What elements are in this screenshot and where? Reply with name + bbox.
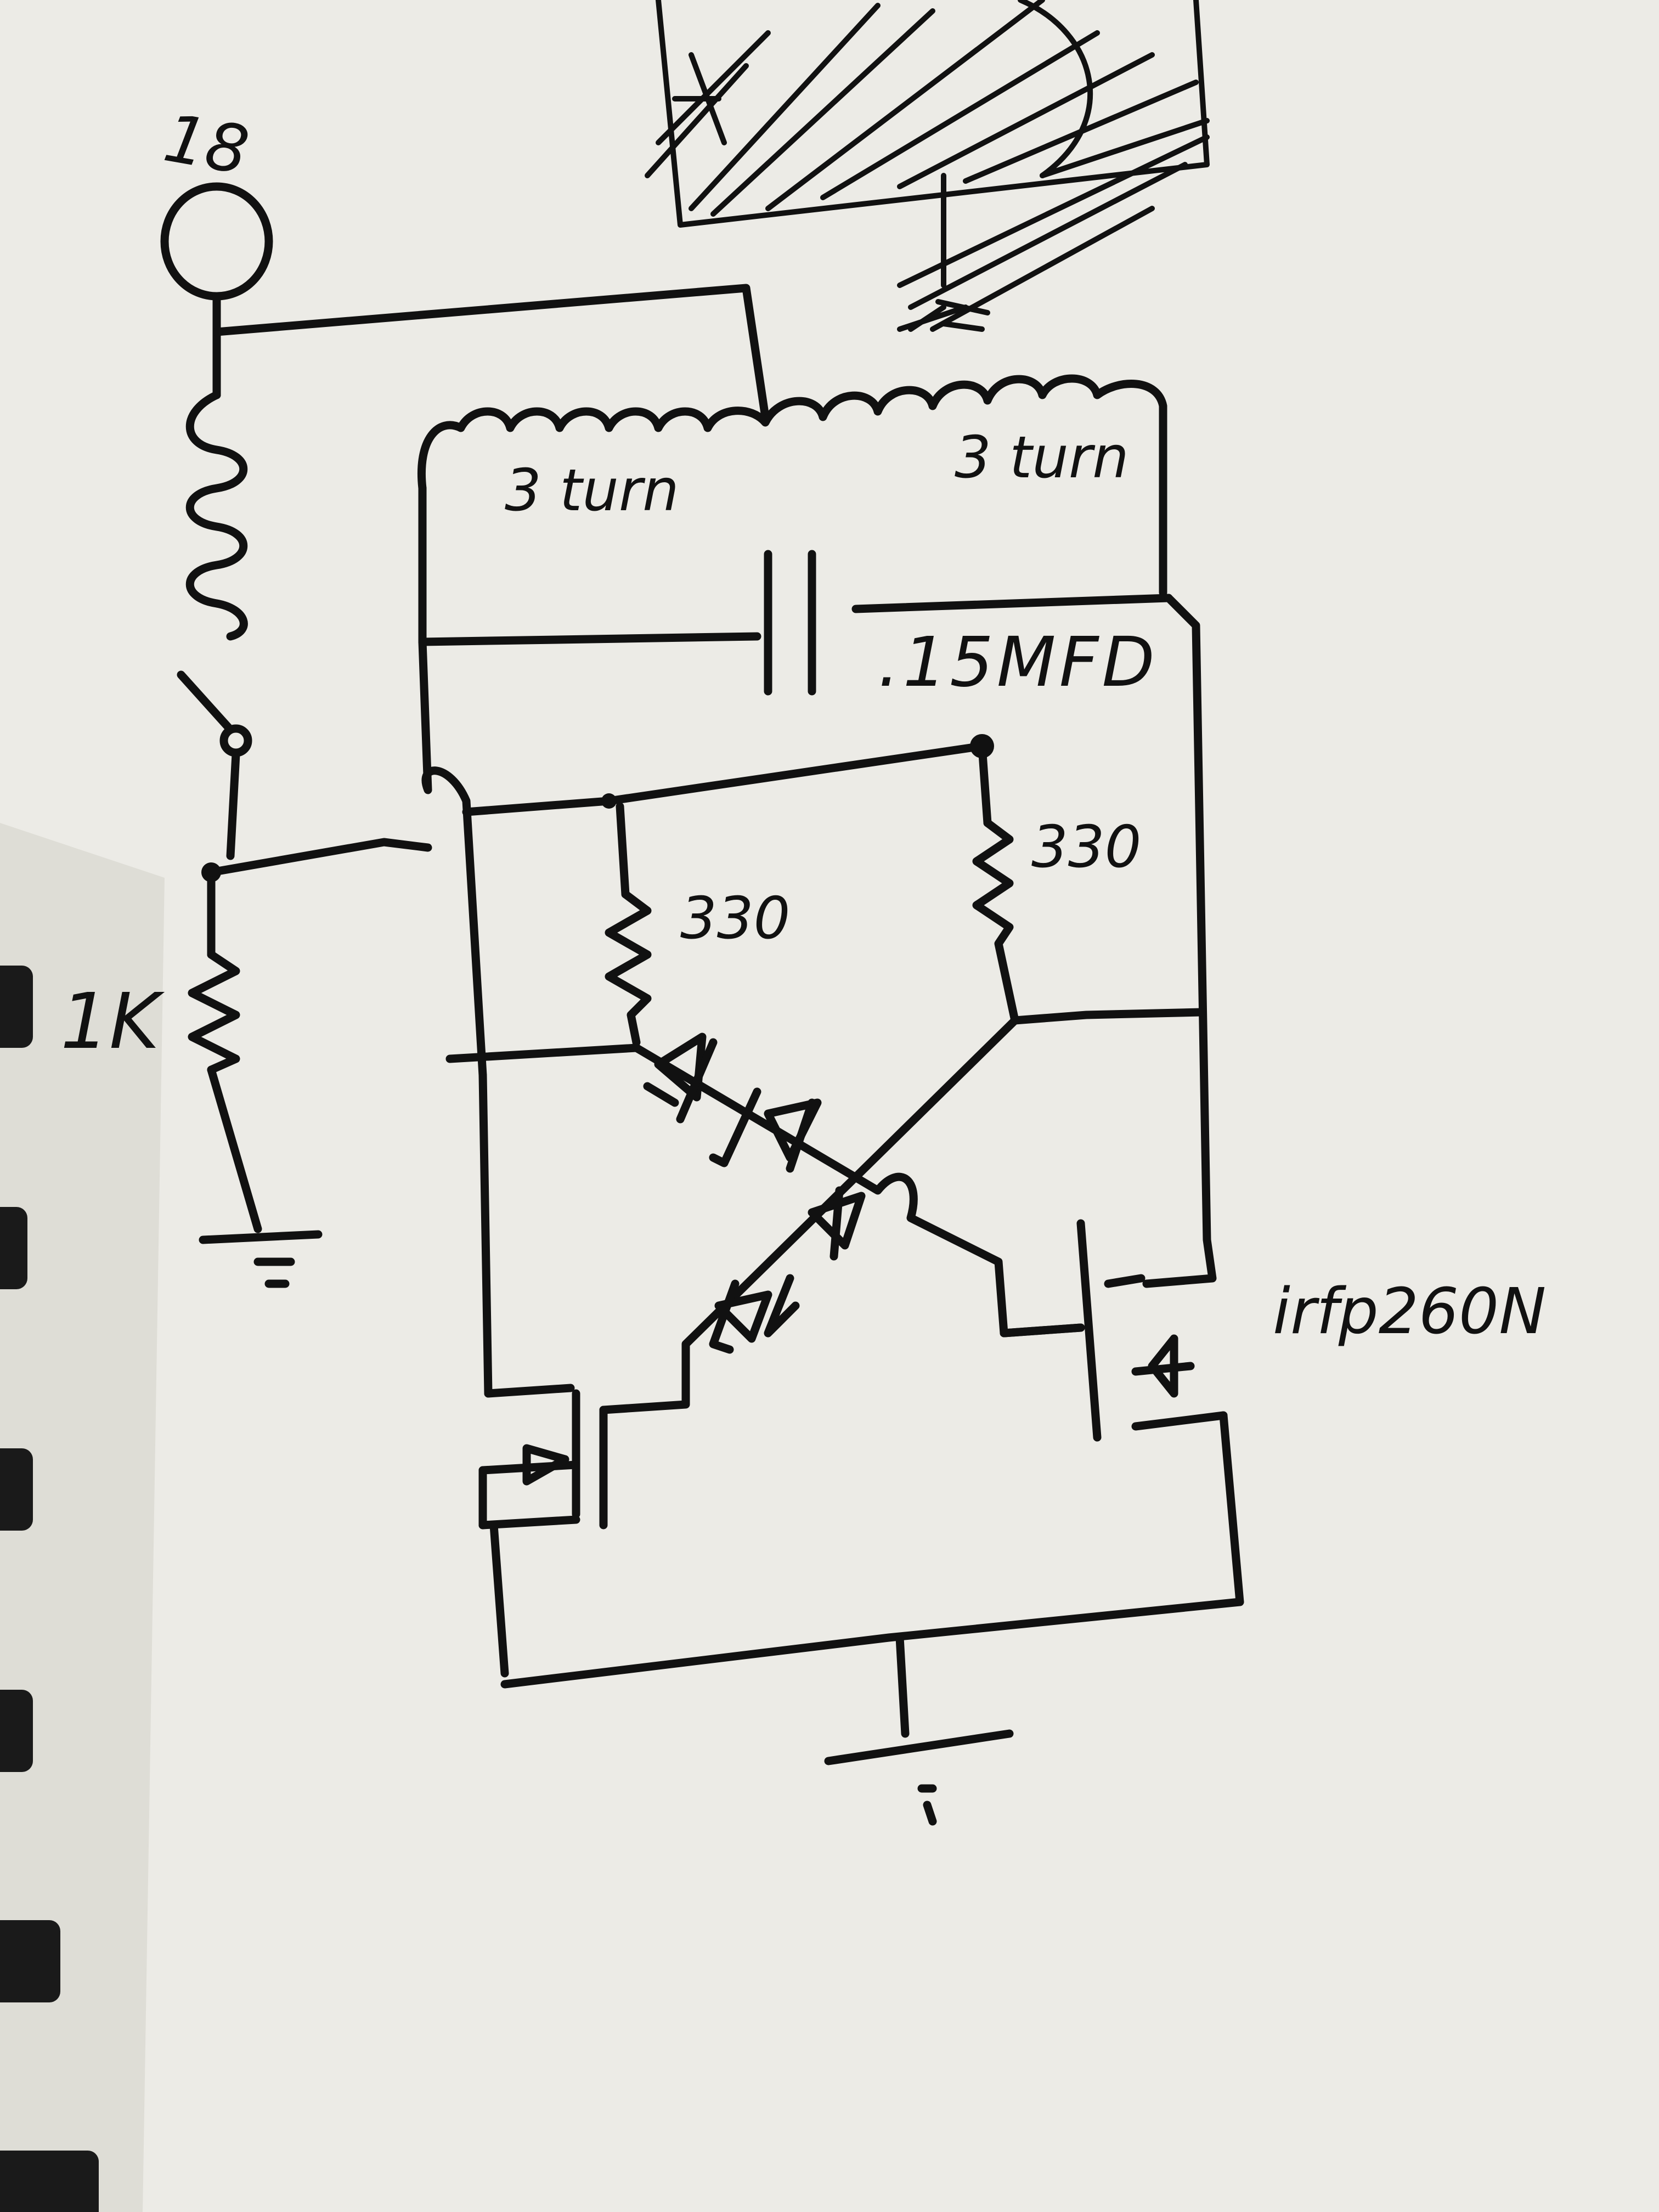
center-tap-wire: [212, 284, 770, 421]
mosfet-left: [478, 1071, 608, 1678]
pulldown-resistor-label: 1K: [60, 977, 165, 1066]
power-switch: [177, 670, 235, 734]
mosfet-part-label: irfp260N: [1273, 1275, 1546, 1348]
diode-icon: [808, 1186, 866, 1261]
paper-shadow: [0, 823, 165, 2212]
right-drain-rail: [1142, 594, 1217, 1288]
gate-resistor-right-label: 330: [1031, 814, 1141, 881]
ground-symbol-bottom: [824, 1633, 1014, 1826]
right-cross-feed: [1011, 1008, 1206, 1025]
gate-resistor-left-label: 330: [680, 885, 790, 952]
ground-symbol-top: [935, 299, 990, 332]
tank-capacitor: .15MFD: [418, 484, 1173, 702]
left-rail: 1K: [60, 292, 323, 1288]
choke-inductor: [185, 391, 248, 641]
left-drain-rail: [418, 637, 487, 1080]
diode-icon: [709, 1274, 800, 1354]
spiral-binding: [0, 966, 99, 2212]
primary-coil: 3 turn 3 turn: [417, 374, 1167, 597]
primary-turns-left-label: 3 turn: [505, 457, 679, 524]
supply-voltage-label: 18: [159, 100, 255, 189]
mosfet-right: irfp260N: [1000, 1219, 1546, 1606]
gate-resistor-left: 330: [605, 802, 790, 1047]
left-cross-feed: [445, 1043, 641, 1063]
tank-capacitor-label: .15MFD: [878, 623, 1158, 702]
cross-coupling: [599, 1016, 1085, 1414]
pulldown-resistor: [188, 950, 240, 1074]
supply-terminal: 18: [159, 100, 273, 301]
diode-icon: [709, 1087, 822, 1173]
primary-turns-right-label: 3 turn: [955, 424, 1129, 491]
ground-bus: [500, 1598, 1244, 1689]
gate-resistor-right: 330: [972, 742, 1141, 1025]
diode-icon: [643, 1032, 718, 1124]
ground-symbol-left: [199, 1230, 323, 1288]
